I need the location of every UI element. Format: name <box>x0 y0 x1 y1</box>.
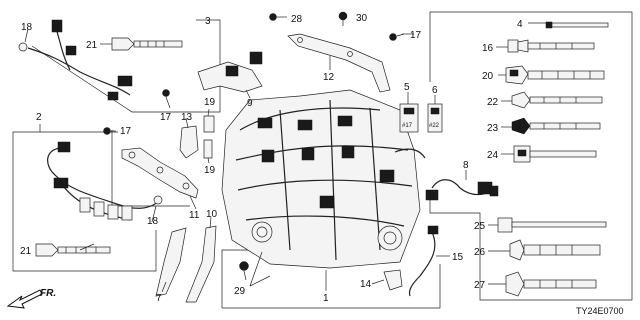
callout-9: 9 <box>247 98 253 109</box>
harness-11 <box>121 147 199 199</box>
callout-5: 5 <box>404 82 410 93</box>
callout-17-mid: 17 <box>160 112 172 123</box>
connector-6 <box>427 103 443 133</box>
bracket-7 <box>155 227 187 297</box>
callout-25: 25 <box>474 221 486 232</box>
diagram-code: TY24E0700 <box>576 306 624 316</box>
group-bracket-3 <box>31 19 221 113</box>
callout-18-left: 18 <box>147 216 159 227</box>
bracket-10 <box>185 225 217 303</box>
clip-14 <box>383 269 403 291</box>
front-direction-label: FR. <box>40 288 56 299</box>
tie-25 <box>497 217 607 233</box>
callout-24: 24 <box>487 150 499 161</box>
bracket-12 <box>287 33 391 93</box>
callout-2: 2 <box>36 112 42 123</box>
callout-13: 13 <box>181 112 193 123</box>
clip-26 <box>509 239 601 261</box>
harness-2 <box>47 141 163 221</box>
callout-16: 16 <box>482 43 494 54</box>
clip-21-top <box>111 37 183 51</box>
tie-4 <box>545 21 609 29</box>
bolt-30 <box>338 11 348 26</box>
callout-14: 14 <box>360 279 372 290</box>
clip-19-upper <box>203 115 215 133</box>
callout-15: 15 <box>452 252 464 263</box>
callout-21-top: 21 <box>86 40 98 51</box>
callout-21-bottom: 21 <box>20 246 32 257</box>
callout-20: 20 <box>482 71 494 82</box>
clip-27 <box>505 271 597 297</box>
part-5-tag: #17 <box>402 123 413 129</box>
callout-labels: 3 18 21 28 30 17 4 16 20 22 23 24 25 26 … <box>20 13 523 304</box>
clip-23 <box>511 117 601 135</box>
bolt-29 <box>239 251 271 287</box>
callout-10: 10 <box>206 209 218 220</box>
group-bracket-right <box>429 11 633 301</box>
callout-27: 27 <box>474 280 486 291</box>
callout-30: 30 <box>356 13 368 24</box>
bolt-28 <box>269 13 287 21</box>
bolt-17-mid <box>162 89 171 109</box>
bolt-17-left <box>103 127 116 135</box>
callout-1: 1 <box>323 293 329 304</box>
callout-29: 29 <box>234 286 246 297</box>
clip-16 <box>507 39 595 53</box>
callout-11: 11 <box>189 210 200 221</box>
callout-7: 7 <box>156 293 162 304</box>
clip-24 <box>513 145 597 163</box>
harness-8 <box>425 179 499 201</box>
callout-28: 28 <box>291 14 303 25</box>
callout-19-upper: 19 <box>204 97 216 108</box>
clip-13 <box>179 125 199 159</box>
callout-23: 23 <box>487 123 499 134</box>
bolt-17-top <box>389 33 405 41</box>
bracket-9 <box>197 51 263 93</box>
part-6-tag: #22 <box>429 123 440 129</box>
clip-22 <box>511 91 603 109</box>
engine-assembly <box>221 89 426 269</box>
callout-18-top: 18 <box>21 22 33 33</box>
clip-20 <box>505 65 605 85</box>
clip-19-lower <box>203 139 213 159</box>
callout-22: 22 <box>487 97 499 108</box>
callout-8: 8 <box>463 160 469 171</box>
callout-17-left: 17 <box>120 126 132 137</box>
clip-21-bottom <box>35 243 111 257</box>
callout-4: 4 <box>517 19 523 30</box>
callout-6: 6 <box>432 85 438 96</box>
leader-lines <box>24 19 546 293</box>
harness-15 <box>408 225 439 297</box>
callout-17-top: 17 <box>410 30 422 41</box>
callout-12: 12 <box>323 72 335 83</box>
front-direction-arrow <box>6 289 43 309</box>
harness-3 <box>18 19 133 101</box>
callout-19-lower: 19 <box>204 165 216 176</box>
connector-5 <box>399 103 419 133</box>
callout-26: 26 <box>474 247 486 258</box>
callout-3: 3 <box>205 16 211 27</box>
